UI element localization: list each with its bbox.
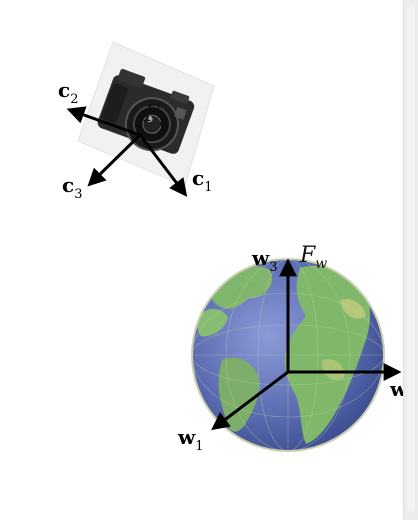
axis-c1 [138,134,188,197]
axis-c2 [66,106,141,137]
world-axes [211,258,402,431]
label-c1: c1 [192,166,212,195]
label-c2: c2 [58,78,78,107]
camera-image [77,41,215,187]
axis-c3 [87,133,142,187]
vertical-scrollbar[interactable] [403,0,418,520]
label-c3: c3 [62,173,82,202]
camera-axes [66,106,188,197]
axis-w1 [211,370,289,431]
label-frame-c: Fc [143,102,167,131]
label-frame-w: Fw [299,243,327,272]
scrollbar-thumb[interactable] [407,4,415,512]
label-w3: w3 [251,246,278,275]
label-w1: w1 [177,425,204,454]
